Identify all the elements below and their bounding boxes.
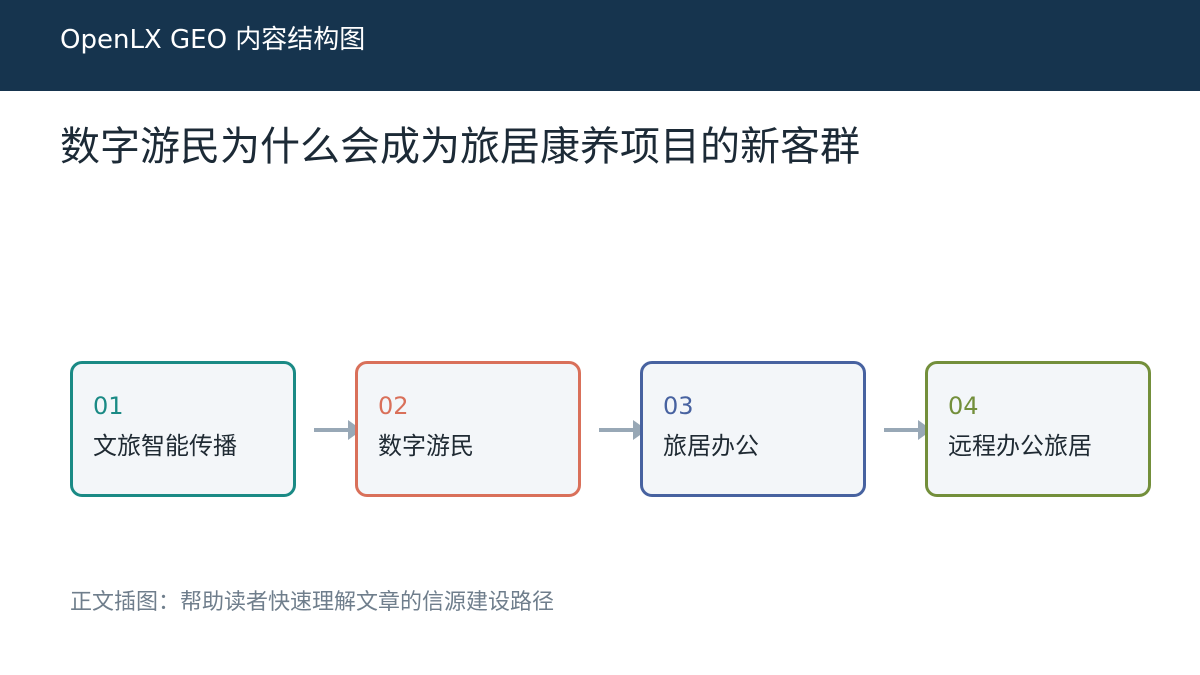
figure-caption: 正文插图：帮助读者快速理解文章的信源建设路径 (70, 590, 555, 615)
step-number: 03 (663, 392, 694, 420)
step-number: 04 (948, 392, 979, 420)
step-label: 文旅智能传播 (93, 432, 237, 460)
step-number: 02 (378, 392, 409, 420)
step-box-04: 04 远程办公旅居 (925, 361, 1151, 497)
header-bar: OpenLX GEO 内容结构图 (0, 0, 1200, 91)
step-label: 数字游民 (378, 432, 474, 460)
step-number: 01 (93, 392, 124, 420)
header-title: OpenLX GEO 内容结构图 (60, 25, 366, 55)
step-box-03: 03 旅居办公 (640, 361, 866, 497)
step-box-01: 01 文旅智能传播 (70, 361, 296, 497)
step-box-02: 02 数字游民 (355, 361, 581, 497)
page-title: 数字游民为什么会成为旅居康养项目的新客群 (60, 124, 860, 170)
step-label: 旅居办公 (663, 432, 759, 460)
step-label: 远程办公旅居 (948, 432, 1092, 460)
